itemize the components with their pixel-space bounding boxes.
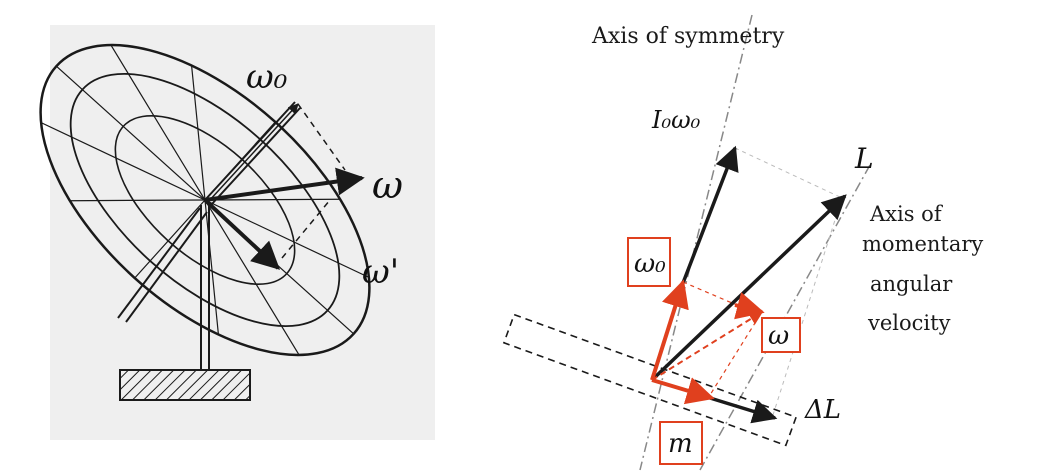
construction-dash-bottom <box>281 199 331 259</box>
label-omega-prime: ω' <box>362 252 399 292</box>
stand-base <box>119 369 251 401</box>
label-I0-omega0: I₀ω₀ <box>651 106 701 134</box>
label-L: L <box>854 142 874 175</box>
axis-of-symmetry-line <box>639 14 753 471</box>
construction-dash-top <box>297 103 346 171</box>
svg-text:ω₀: ω₀ <box>634 249 666 279</box>
construction-line-4 <box>772 197 843 416</box>
left-figure: ω₀ ω ω' <box>39 25 435 440</box>
box-omega0: ω₀ <box>627 237 671 287</box>
label-axis-momentary-3: angular <box>870 272 953 296</box>
red-omega-vector <box>651 311 764 381</box>
construction-line-2 <box>682 281 761 316</box>
omega-prime-vector <box>203 198 281 270</box>
right-figure: ω₀ ω m Axis of symmetry I₀ω₀ L Axis of m… <box>502 14 983 471</box>
construction-line-3 <box>709 314 761 396</box>
box-omega: ω <box>761 317 801 353</box>
red-omega-prime-vector <box>651 377 715 405</box>
svg-text:m: m <box>668 429 693 459</box>
red-omega-head <box>734 292 765 320</box>
box-m: m <box>659 421 703 465</box>
construction-line-1 <box>734 147 843 199</box>
svg-text:ω: ω <box>768 321 789 351</box>
I0-omega0-vector <box>681 145 739 284</box>
label-axis-momentary-4: velocity <box>867 311 951 335</box>
label-axis-momentary-2: momentary <box>862 232 983 256</box>
label-axis-of-symmetry: Axis of symmetry <box>591 24 785 49</box>
L-vector <box>650 194 847 382</box>
label-omega: ω <box>372 163 403 207</box>
disk-edge-rectangle <box>502 313 798 447</box>
label-omega0: ω₀ <box>246 57 288 97</box>
delta-L-vector <box>709 396 778 424</box>
label-axis-momentary-1: Axis of <box>869 202 944 226</box>
label-delta-L: ΔL <box>804 395 841 425</box>
stand <box>117 205 210 370</box>
omega-vector <box>204 167 365 202</box>
omega0-vector <box>204 101 301 206</box>
red-omega0-vector <box>650 279 689 381</box>
